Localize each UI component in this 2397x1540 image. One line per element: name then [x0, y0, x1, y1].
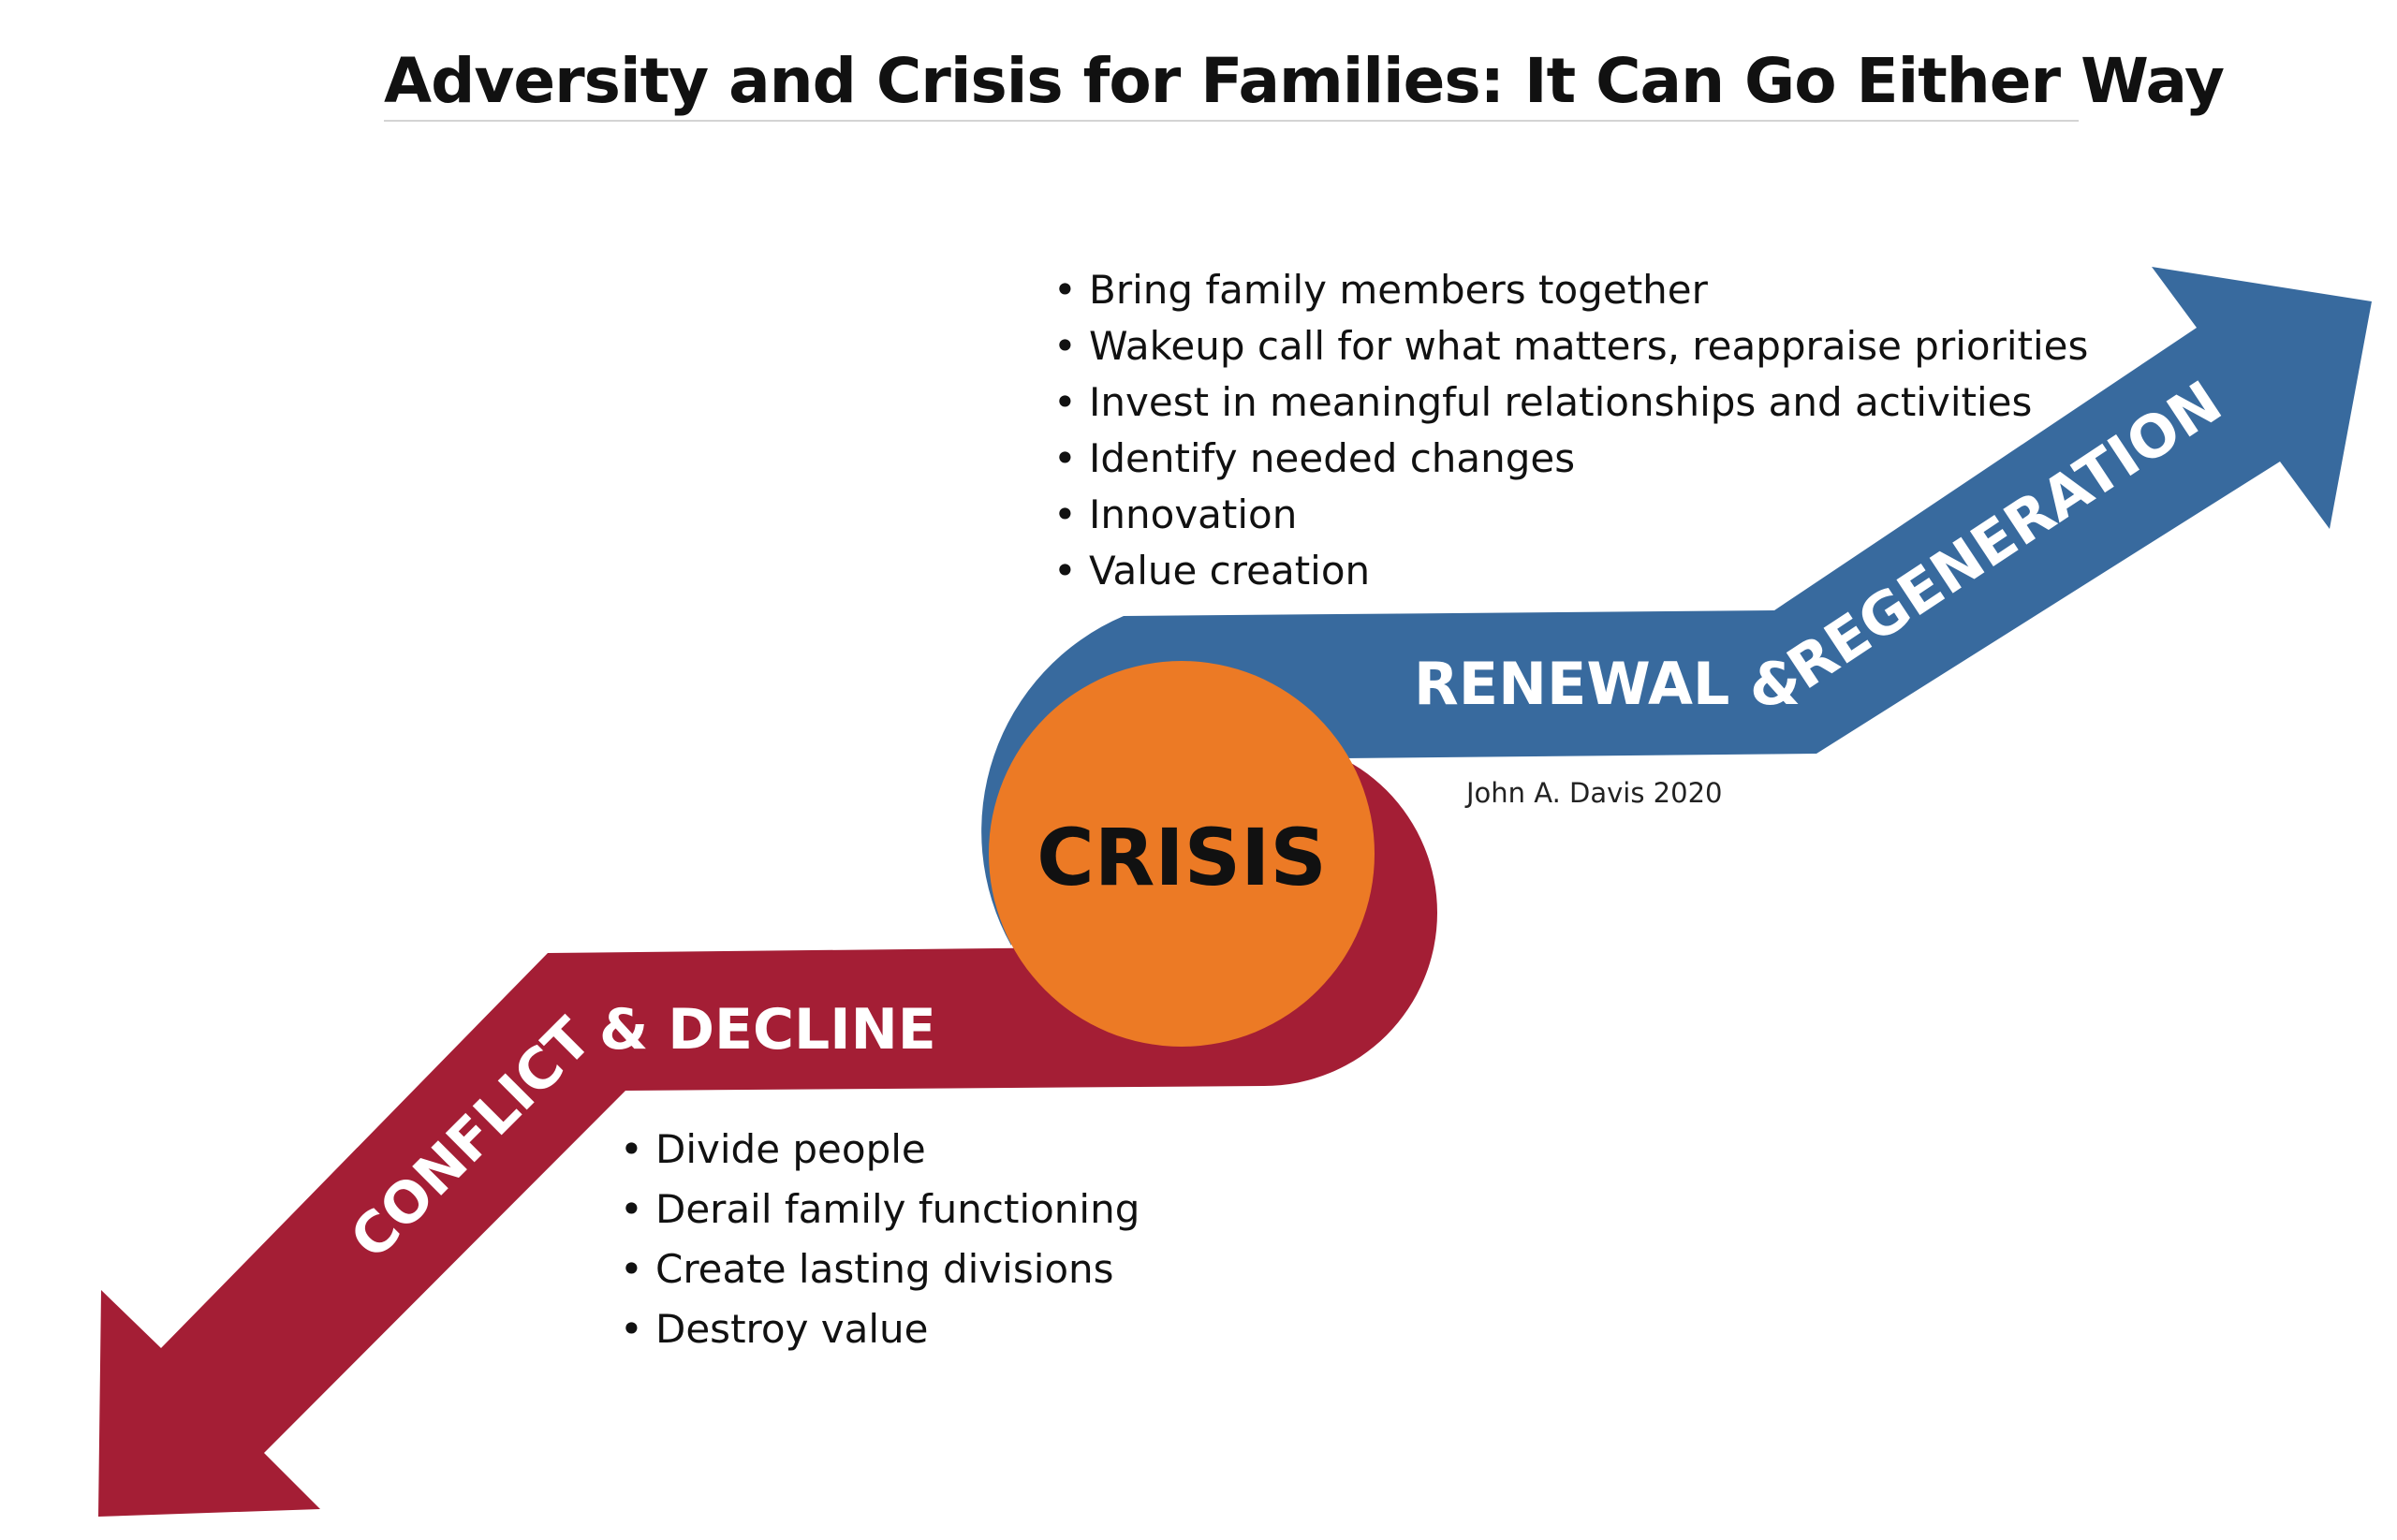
renewal-item: Identify needed changes [1053, 431, 2088, 487]
renewal-label-part1: RENEWAL & [1414, 650, 1801, 718]
renewal-item: Value creation [1053, 543, 2088, 599]
renewal-arrow [981, 267, 2372, 946]
crisis-circle [989, 661, 1375, 1047]
renewal-item: Wakeup call for what matters, reappraise… [1053, 318, 2088, 374]
title-underline [384, 120, 2079, 122]
decline-item: Destroy value [620, 1299, 1140, 1359]
decline-outcomes-list: Divide people Derail family functioning … [620, 1120, 1140, 1359]
decline-item: Divide people [620, 1120, 1140, 1180]
page-title: Adversity and Crisis for Families: It Ca… [384, 45, 2225, 117]
author-credit: John A. Davis 2020 [1466, 777, 1723, 809]
crisis-label: CRISIS [1037, 812, 1327, 903]
decline-item: Create lasting divisions [620, 1239, 1140, 1299]
decline-item: Derail family functioning [620, 1180, 1140, 1239]
renewal-outcomes-list: Bring family members together Wakeup cal… [1053, 262, 2088, 599]
renewal-item: Bring family members together [1053, 262, 2088, 318]
renewal-item: Innovation [1053, 487, 2088, 543]
renewal-item: Invest in meaningful relationships and a… [1053, 374, 2088, 431]
decline-label-part2: & DECLINE [599, 997, 936, 1063]
